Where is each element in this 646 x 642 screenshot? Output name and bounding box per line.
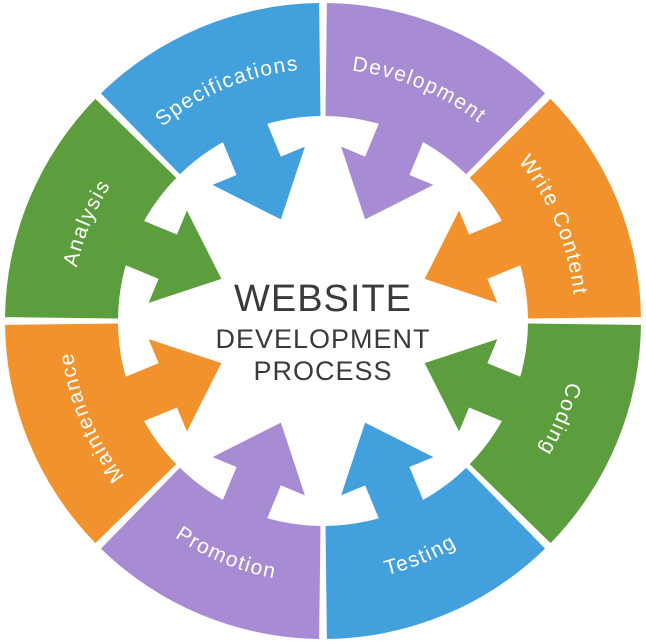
center-title-line2: DEVELOPMENT bbox=[215, 324, 430, 354]
segment-arrow-write-content bbox=[424, 210, 529, 303]
segment-promotion bbox=[100, 467, 321, 639]
segment-arrow-testing bbox=[341, 422, 434, 527]
segment-arrow-coding bbox=[424, 339, 529, 432]
center-title: WEBSITE DEVELOPMENT PROCESS bbox=[215, 278, 430, 386]
segment-arrow-promotion bbox=[212, 422, 305, 527]
segment-maintenance bbox=[5, 323, 177, 544]
segment-analysis bbox=[5, 98, 177, 319]
segment-development bbox=[325, 3, 546, 175]
segment-testing bbox=[325, 467, 546, 639]
segment-coding bbox=[469, 323, 641, 544]
segment-arrow-specifications bbox=[212, 115, 305, 220]
center-title-line1: WEBSITE bbox=[234, 278, 412, 320]
segment-arrow-analysis bbox=[117, 210, 222, 303]
center-title-line3: PROCESS bbox=[253, 356, 392, 386]
segment-write-content bbox=[469, 98, 641, 319]
segment-arrow-maintenance bbox=[117, 339, 222, 432]
segment-arrow-development bbox=[341, 115, 434, 220]
segment-specifications bbox=[100, 3, 321, 175]
